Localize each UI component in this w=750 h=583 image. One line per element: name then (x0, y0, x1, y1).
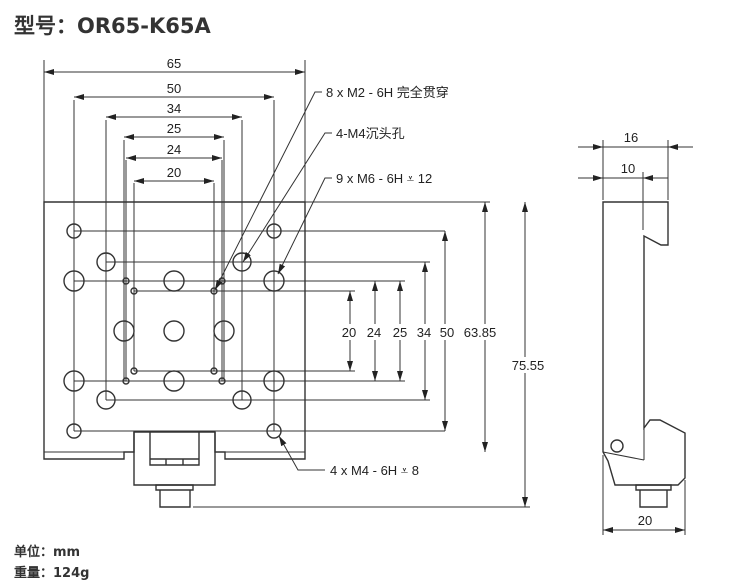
dim-20: 20 (167, 165, 181, 180)
callout-m4-countersunk: 4-M4沉头孔 (336, 126, 405, 141)
side-dim-20: 20 (638, 513, 652, 528)
holes (63, 223, 285, 439)
vdim-24: 24 (367, 325, 381, 340)
vdim-63-85: 63.85 (464, 325, 497, 340)
front-view (43, 60, 530, 508)
vdim-25: 25 (393, 325, 407, 340)
vdim-20: 20 (342, 325, 356, 340)
callout-m6-depth: 9 x M6 - 6H ⩡ 12 (336, 171, 432, 186)
side-knob (635, 484, 672, 508)
clamp-bracket (133, 432, 216, 486)
weight-label: 重量：124g (14, 566, 90, 581)
vdim-50: 50 (440, 325, 454, 340)
vertical-dimensions: 20 24 25 34 50 63.85 75.55 (335, 202, 553, 507)
vdim-75-55: 75.55 (512, 358, 545, 373)
side-view: 16 10 20 (578, 130, 693, 535)
plate-outline (43, 201, 306, 460)
dim-24: 24 (167, 142, 181, 157)
callout-m4-depth: 4 x M4 - 6H ⩡ 8 (330, 463, 419, 478)
side-pin-hole (610, 439, 624, 453)
unit-label: 单位：mm (14, 545, 81, 560)
callout-m2-through: 8 x M2 - 6H 完全贯穿 (326, 85, 449, 100)
dim-34: 34 (167, 101, 181, 116)
vdim-34: 34 (417, 325, 431, 340)
side-dim-16: 16 (624, 130, 638, 145)
model-title: 型号：OR65-K65A (14, 14, 211, 38)
side-body-outline (602, 201, 686, 486)
dim-65: 65 (167, 56, 181, 71)
knob (155, 484, 194, 508)
side-dim-10: 10 (621, 161, 635, 176)
dim-50: 50 (167, 81, 181, 96)
callouts: 8 x M2 - 6H 完全贯穿 4-M4沉头孔 9 x M6 - 6H ⩡ 1… (214, 85, 449, 478)
horizontal-dimensions: 65 50 34 25 24 20 (44, 56, 305, 184)
dim-25: 25 (167, 121, 181, 136)
